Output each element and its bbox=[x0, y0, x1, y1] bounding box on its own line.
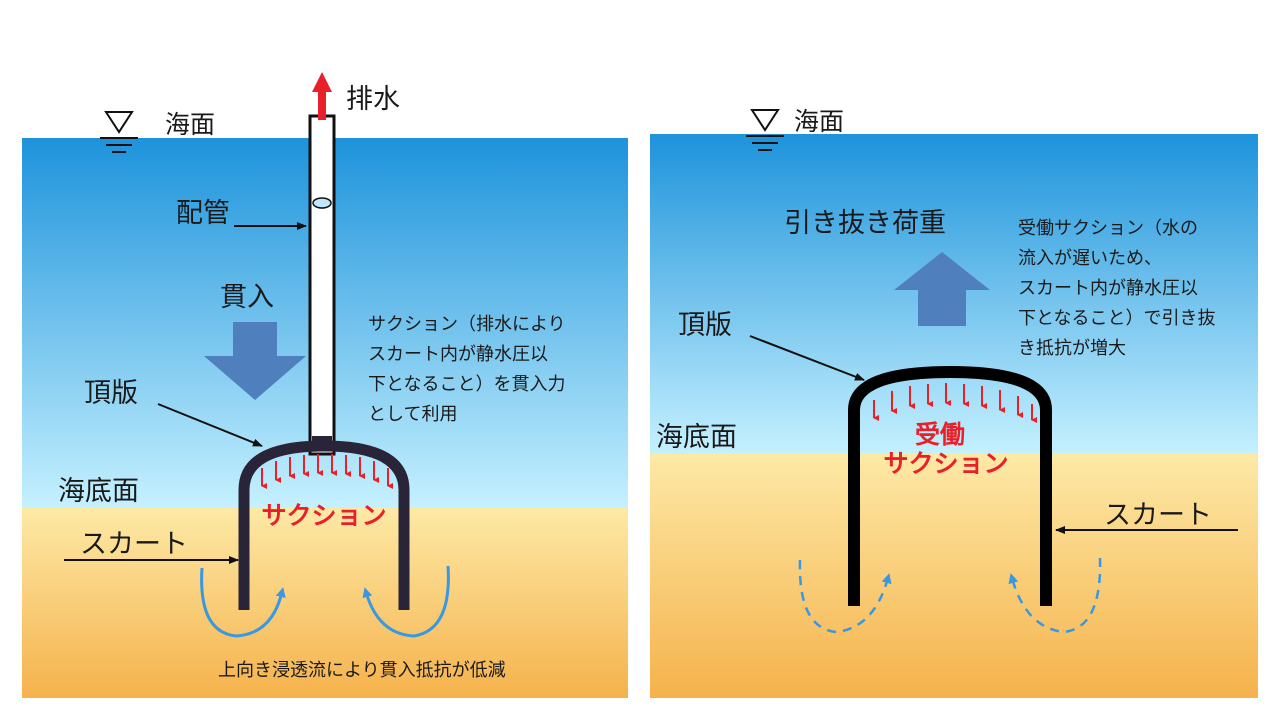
sea-surface-symbol bbox=[746, 109, 784, 151]
right-sand bbox=[650, 454, 1258, 698]
right-note: 受働サクション（水の 流入が遅いため、 スカート内が静水圧以 下となること）で引… bbox=[1018, 218, 1215, 359]
svg-text:スカート内が静水圧以: スカート内が静水圧以 bbox=[1018, 278, 1198, 299]
svg-text:き抵抗が増大: き抵抗が増大 bbox=[1018, 338, 1126, 359]
svg-text:流入が遅いため、: 流入が遅いため、 bbox=[1018, 248, 1162, 269]
svg-text:スカート内が静水圧以: スカート内が静水圧以 bbox=[368, 344, 548, 365]
bottom-note: 上向き浸透流により貫入抵抗が低減 bbox=[218, 660, 506, 681]
sea-surface-label: 海面 bbox=[165, 110, 215, 139]
penetration-arrow-icon bbox=[204, 322, 306, 400]
left-panel: 海面 排水 配管 貫入 頂版 bbox=[22, 72, 628, 698]
skirt-label: スカート bbox=[80, 529, 188, 560]
svg-text:下となること）を貫入力: 下となること）を貫入力 bbox=[368, 374, 565, 395]
svg-text:として利用: として利用 bbox=[368, 404, 457, 425]
top-plate-label: 頂版 bbox=[84, 378, 138, 409]
drain-label: 排水 bbox=[346, 84, 400, 115]
passive-label: 受働 bbox=[915, 420, 965, 449]
pullout-arrow-icon bbox=[894, 252, 990, 326]
sea-surface-symbol bbox=[100, 111, 138, 153]
right-panel: 海面 引き抜き荷重 受働サクション（水の 流入が遅いため、 スカート内が静水圧以… bbox=[650, 107, 1258, 698]
left-suction-arrows bbox=[261, 454, 393, 489]
seabed-label: 海底面 bbox=[58, 476, 139, 507]
left-suction-label: サクション bbox=[261, 501, 386, 530]
svg-text:受働サクション（水の: 受働サクション（水の bbox=[1018, 218, 1198, 239]
left-note: サクション（排水により スカート内が静水圧以 下となること）を貫入力 として利用 bbox=[368, 314, 566, 425]
pullout-label: 引き抜き荷重 bbox=[784, 208, 946, 239]
skirt-label: スカート bbox=[1104, 500, 1212, 531]
top-plate-pointer bbox=[749, 335, 865, 381]
svg-text:サクション（排水により: サクション（排水により bbox=[368, 314, 566, 335]
drain-arrow-icon bbox=[312, 72, 332, 120]
svg-text:下となること）で引き抜: 下となること）で引き抜 bbox=[1018, 308, 1215, 329]
sea-surface-label: 海面 bbox=[794, 107, 844, 136]
top-plate-pointer bbox=[157, 403, 263, 447]
seepage-flow-arrows bbox=[200, 565, 450, 638]
right-suction-label: サクション bbox=[883, 449, 1008, 478]
seabed-label: 海底面 bbox=[656, 422, 737, 453]
left-sand bbox=[22, 508, 628, 698]
right-caisson-skirt bbox=[848, 365, 1052, 606]
right-suction-arrows bbox=[873, 383, 1037, 423]
inflow-flow-arrows bbox=[798, 557, 1102, 634]
top-plate-label: 頂版 bbox=[678, 310, 732, 341]
pipe-label: 配管 bbox=[176, 198, 230, 229]
drain-pipe bbox=[308, 114, 336, 456]
penetration-label: 貫入 bbox=[220, 282, 274, 313]
